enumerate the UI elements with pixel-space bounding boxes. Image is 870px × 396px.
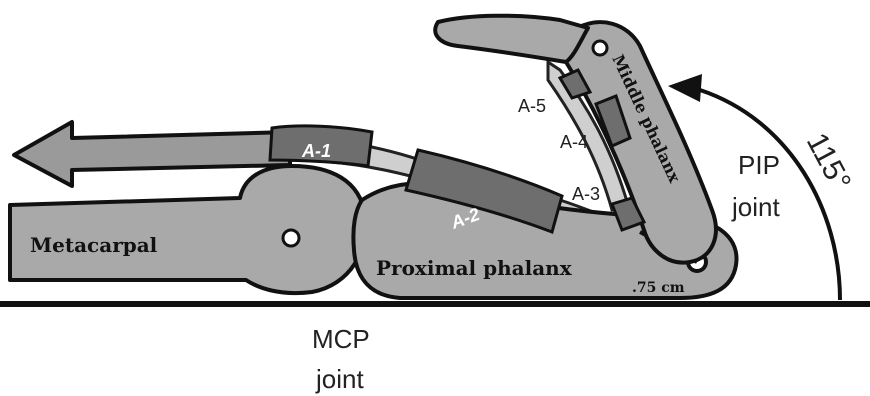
- tendon-pull-arrow: [14, 122, 290, 186]
- pulley-a4-label: A-4: [560, 132, 588, 152]
- dip-joint-center: [593, 41, 607, 55]
- metacarpal-bone: [10, 166, 366, 293]
- proximal-phalanx-label: Proximal phalanx: [376, 256, 573, 280]
- pulley-a3-label: A-3: [572, 184, 600, 204]
- pulley-a5-label: A-5: [518, 96, 546, 116]
- mcp-joint-label-line2: joint: [315, 364, 364, 394]
- mcp-joint-label-line1: MCP: [312, 324, 370, 354]
- mcp-joint-center: [283, 230, 299, 246]
- distal-phalanx-bone: [435, 16, 588, 62]
- angle-label: 115°: [800, 128, 857, 196]
- pulley-a1-label: A-1: [301, 141, 331, 161]
- flexion-angle-arrowhead: [668, 74, 702, 102]
- moment-arm-label: .75 cm: [632, 280, 685, 296]
- metacarpal-label: Metacarpal: [30, 233, 158, 257]
- pip-joint-label-line2: joint: [731, 192, 780, 222]
- floor-line: [0, 301, 870, 307]
- pip-joint-label-line1: PIP: [738, 150, 780, 180]
